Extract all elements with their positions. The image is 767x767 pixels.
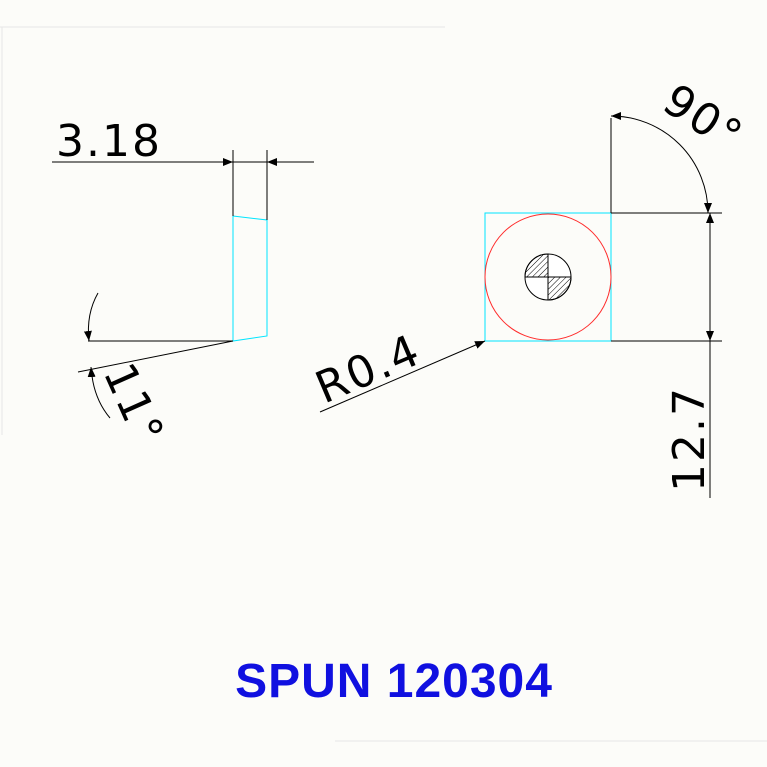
part-title: SPUN 120304 xyxy=(235,655,553,708)
radius-leader xyxy=(319,340,486,413)
corner-radius-label: R0.4 xyxy=(308,325,428,414)
center-mark-icon xyxy=(524,253,572,301)
thickness-label: 3.18 xyxy=(56,116,162,167)
inscribed-size-label: 12.7 xyxy=(664,386,715,492)
top-view: 90° 12.7 R0.4 xyxy=(308,74,752,498)
clearance-arc-upper xyxy=(83,292,99,342)
clearance-angle-line xyxy=(77,340,234,373)
inscribed-circle xyxy=(484,213,612,341)
side-view: 3.18 11° xyxy=(52,116,314,453)
clearance-arc-lower xyxy=(87,366,111,419)
clearance-angle-label: 11° xyxy=(93,356,174,453)
corner-angle-arc xyxy=(610,112,712,214)
corner-angle-label: 90° xyxy=(654,74,752,163)
insert-side-outline xyxy=(232,215,268,342)
